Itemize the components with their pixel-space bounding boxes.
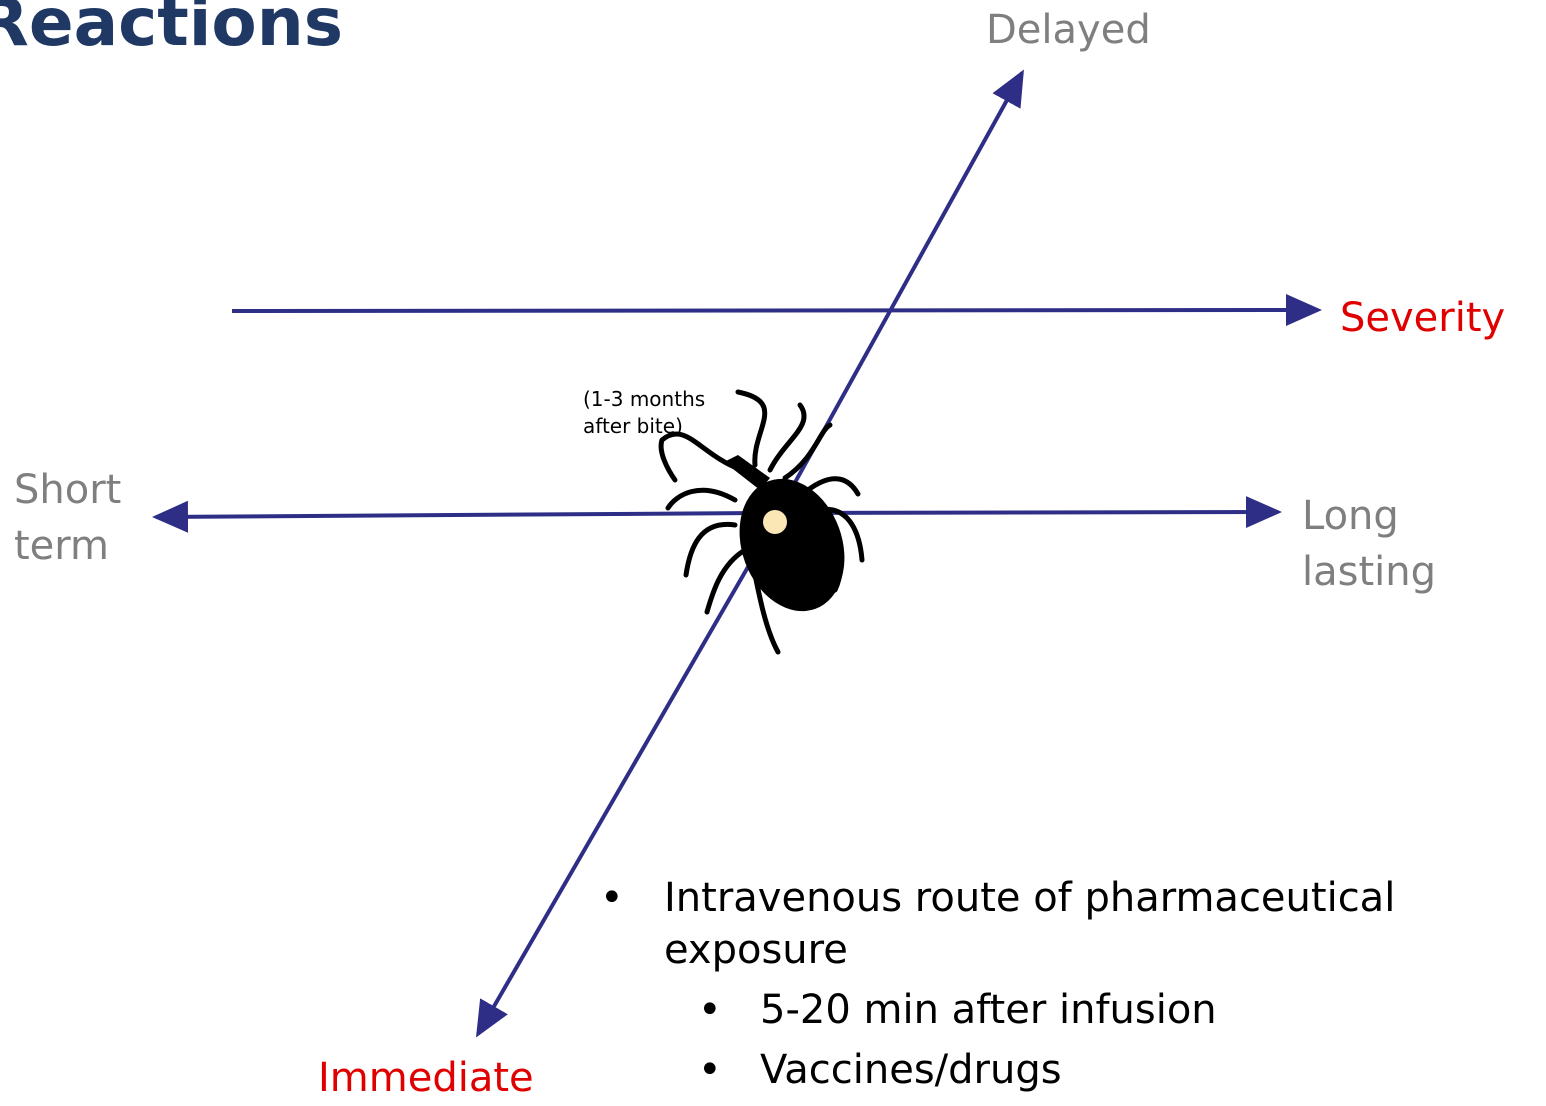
- bullet-dot: •: [698, 1044, 722, 1096]
- immediate-label: Immediate: [318, 1050, 534, 1106]
- long-lasting-label-line1: Long: [1302, 488, 1399, 544]
- short-term-label-line1: Short: [14, 462, 121, 518]
- bullet-main-continued: exposure: [598, 924, 1395, 976]
- severity-axis: [232, 310, 1318, 311]
- bullet-dot: •: [600, 872, 624, 924]
- tick-body: [722, 464, 862, 626]
- bullet-main: • Intravenous route of pharmaceutical: [598, 872, 1395, 924]
- long-lasting-label-line2: lasting: [1302, 544, 1436, 600]
- short-term-label-line2: term: [14, 518, 109, 574]
- bullet-sub-2-text: Vaccines/drugs: [760, 1047, 1062, 1093]
- bullet-list: • Intravenous route of pharmaceutical ex…: [598, 872, 1395, 1096]
- tick-note: (1-3 months after bite): [583, 386, 705, 440]
- bullet-sub-2: • Vaccines/drugs: [598, 1044, 1395, 1096]
- delayed-label: Delayed: [986, 2, 1151, 58]
- bullet-sub-1-text: 5-20 min after infusion: [760, 987, 1217, 1033]
- bullet-main-line1: Intravenous route of pharmaceutical: [664, 875, 1395, 921]
- duration-axis-left: [156, 513, 760, 517]
- bullet-dot: •: [698, 984, 722, 1036]
- tick-scutum-spot: [763, 510, 787, 534]
- tick-note-line1: (1-3 months: [583, 386, 705, 413]
- bullet-sub-1: • 5-20 min after infusion: [598, 984, 1395, 1036]
- tick-note-line2: after bite): [583, 413, 705, 440]
- severity-label: Severity: [1340, 290, 1505, 346]
- bullet-main-line2: exposure: [664, 927, 848, 973]
